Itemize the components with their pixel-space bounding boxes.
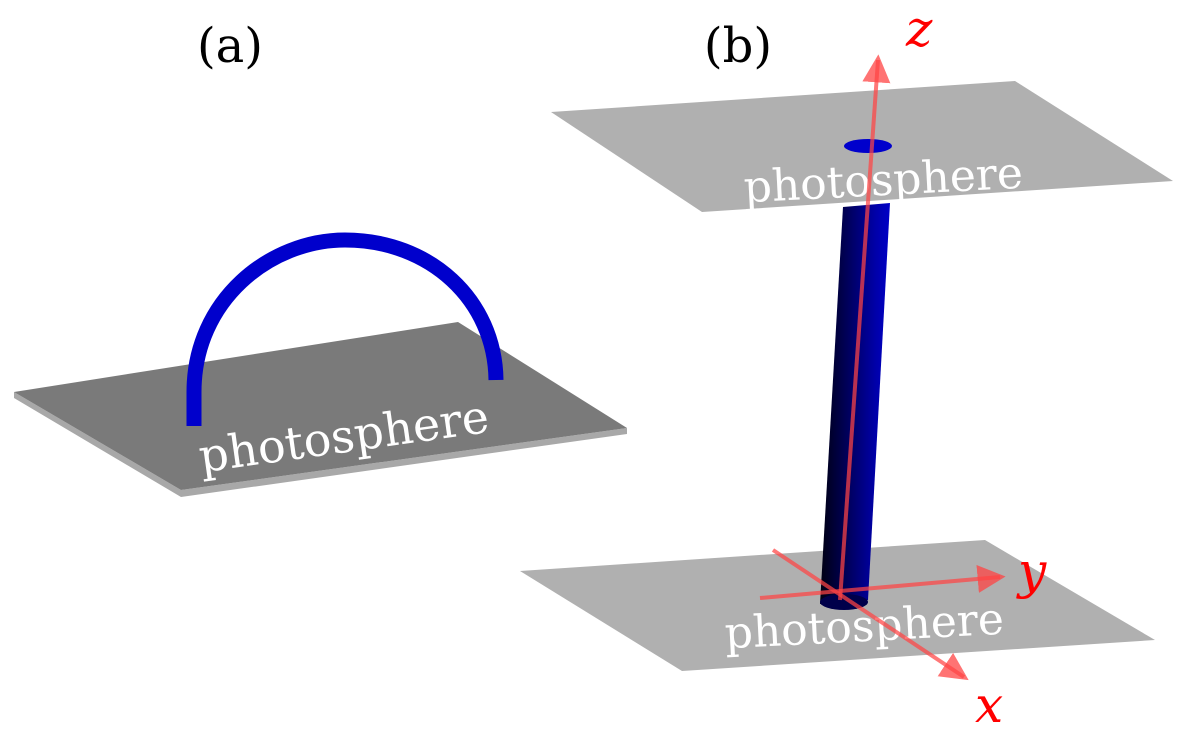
x-axis-label: x	[975, 676, 1003, 734]
panel-a-label: (a)	[197, 18, 263, 74]
x-axis	[771, 548, 969, 681]
y-axis	[759, 565, 1006, 600]
photosphere-slab-edge-a	[14, 392, 627, 497]
panel-b-label: (b)	[704, 18, 772, 74]
photosphere-slab-a	[14, 322, 627, 490]
y-axis-label: y	[1016, 542, 1047, 600]
coronal-loop	[186, 232, 504, 426]
flux-tube-top-footpoint	[844, 139, 892, 153]
z-axis-label: z	[905, 0, 933, 58]
panel-b: (b) photosphere photosphere z y x	[520, 0, 1173, 734]
panel-a: (a) photosphere	[14, 18, 627, 497]
z-axis	[838, 54, 891, 601]
